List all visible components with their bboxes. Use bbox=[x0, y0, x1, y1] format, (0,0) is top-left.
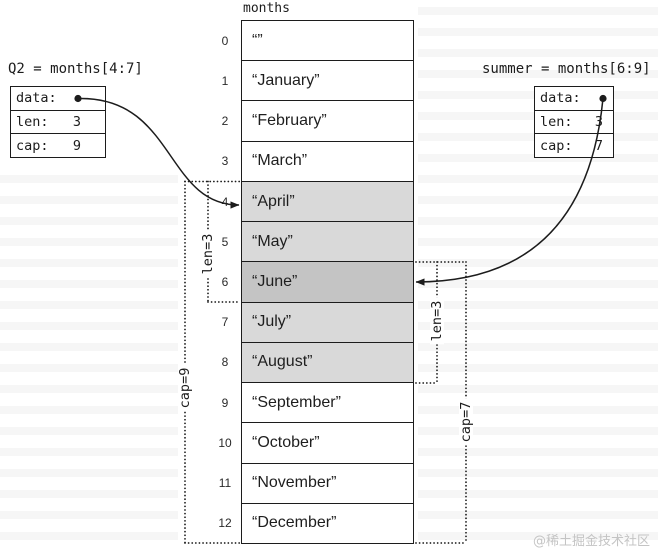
data-field-label: data: bbox=[540, 90, 581, 107]
summer-data-row: data: bbox=[535, 87, 613, 110]
cap-field-label: cap: bbox=[540, 137, 573, 154]
summer-len-bracket-label: len=3 bbox=[429, 297, 445, 345]
len-field-value: 3 bbox=[72, 114, 82, 130]
cell-value: “October” bbox=[252, 433, 320, 451]
array-cell-12: 12 “December” bbox=[218, 502, 413, 543]
summer-slice-header: data: len: 3 cap: 7 bbox=[534, 86, 614, 158]
q2-dotted-brackets bbox=[184, 180, 241, 544]
summer-cap-row: cap: 7 bbox=[535, 133, 613, 157]
cell-index: 8 bbox=[221, 355, 229, 370]
months-array: 0 “” 1 “January” 2 “February” 3 “March” … bbox=[218, 20, 414, 544]
cell-index: 9 bbox=[221, 395, 229, 410]
cell-index: 7 bbox=[221, 315, 229, 330]
array-cell-3: 3 “March” bbox=[222, 140, 413, 181]
cell-value: “” bbox=[252, 31, 263, 49]
data-field-label: data: bbox=[16, 90, 57, 107]
array-cell-7: 7 “July” bbox=[222, 301, 413, 342]
cell-value: “November” bbox=[252, 474, 337, 492]
cell-value: “April” bbox=[252, 192, 295, 210]
cell-value: “September” bbox=[252, 393, 341, 411]
q2-data-pointer-dot bbox=[74, 94, 82, 103]
summer-cap-bracket-label: cap=7 bbox=[458, 398, 474, 446]
cap-field-value: 9 bbox=[72, 137, 82, 154]
cell-index: 11 bbox=[218, 476, 232, 491]
bleed-through-text-left bbox=[0, 168, 178, 552]
summer-data-pointer-dot bbox=[599, 94, 607, 103]
cell-index: 4 bbox=[221, 194, 229, 209]
q2-slice-header: data: len: 3 cap: 9 bbox=[10, 86, 106, 158]
cell-value: “May” bbox=[252, 232, 293, 250]
len-field-label: len: bbox=[540, 114, 573, 130]
array-cell-4: 4 “April” bbox=[222, 180, 413, 222]
cell-value: “July” bbox=[252, 313, 292, 331]
cell-value: “August” bbox=[252, 353, 313, 371]
array-cell-11: 11 “November” bbox=[219, 462, 413, 503]
cell-value: “March” bbox=[252, 152, 308, 170]
cell-value: “June” bbox=[252, 273, 298, 291]
array-title: months bbox=[243, 1, 290, 16]
array-cell-9: 9 “September” bbox=[222, 382, 413, 422]
cell-index: 0 bbox=[221, 33, 229, 48]
cell-index: 6 bbox=[221, 275, 229, 290]
summer-len-row: len: 3 bbox=[535, 109, 613, 134]
cell-index: 1 bbox=[221, 73, 229, 88]
cell-index: 12 bbox=[218, 516, 232, 531]
q2-slice-label: Q2 = months[4:7] bbox=[8, 61, 143, 77]
q2-len-bracket-label: len=3 bbox=[200, 230, 216, 278]
cell-index: 10 bbox=[218, 435, 232, 450]
array-cell-6: 6 “June” bbox=[222, 261, 413, 302]
len-field-label: len: bbox=[16, 114, 49, 130]
array-cell-10: 10 “October” bbox=[218, 422, 413, 462]
watermark: @稀土掘金技术社区 bbox=[532, 534, 650, 549]
array-cell-2: 2 “February” bbox=[222, 100, 413, 140]
cap-field-value: 7 bbox=[594, 137, 604, 154]
cell-index: 3 bbox=[221, 154, 229, 169]
q2-data-row: data: bbox=[11, 87, 105, 110]
array-cell-1: 1 “January” bbox=[222, 60, 413, 100]
summer-slice-label: summer = months[6:9] bbox=[482, 61, 651, 77]
cell-index: 5 bbox=[221, 234, 229, 249]
q2-data-pointer-arrow bbox=[77, 97, 240, 209]
array-cell-5: 5 “May” bbox=[222, 221, 413, 262]
array-cell-0: 0 “” bbox=[222, 21, 413, 60]
cell-value: “January” bbox=[252, 71, 320, 89]
cell-value: “December” bbox=[252, 514, 337, 532]
len-field-value: 3 bbox=[594, 114, 604, 130]
cell-value: “February” bbox=[252, 112, 327, 130]
q2-cap-row: cap: 9 bbox=[11, 133, 105, 157]
cell-index: 2 bbox=[221, 114, 229, 129]
array-cell-8: 8 “August” bbox=[222, 341, 413, 383]
q2-cap-bracket-label: cap=9 bbox=[177, 364, 193, 412]
q2-len-row: len: 3 bbox=[11, 109, 105, 134]
cap-field-label: cap: bbox=[16, 137, 49, 154]
summer-data-pointer-arrow bbox=[415, 98, 604, 286]
